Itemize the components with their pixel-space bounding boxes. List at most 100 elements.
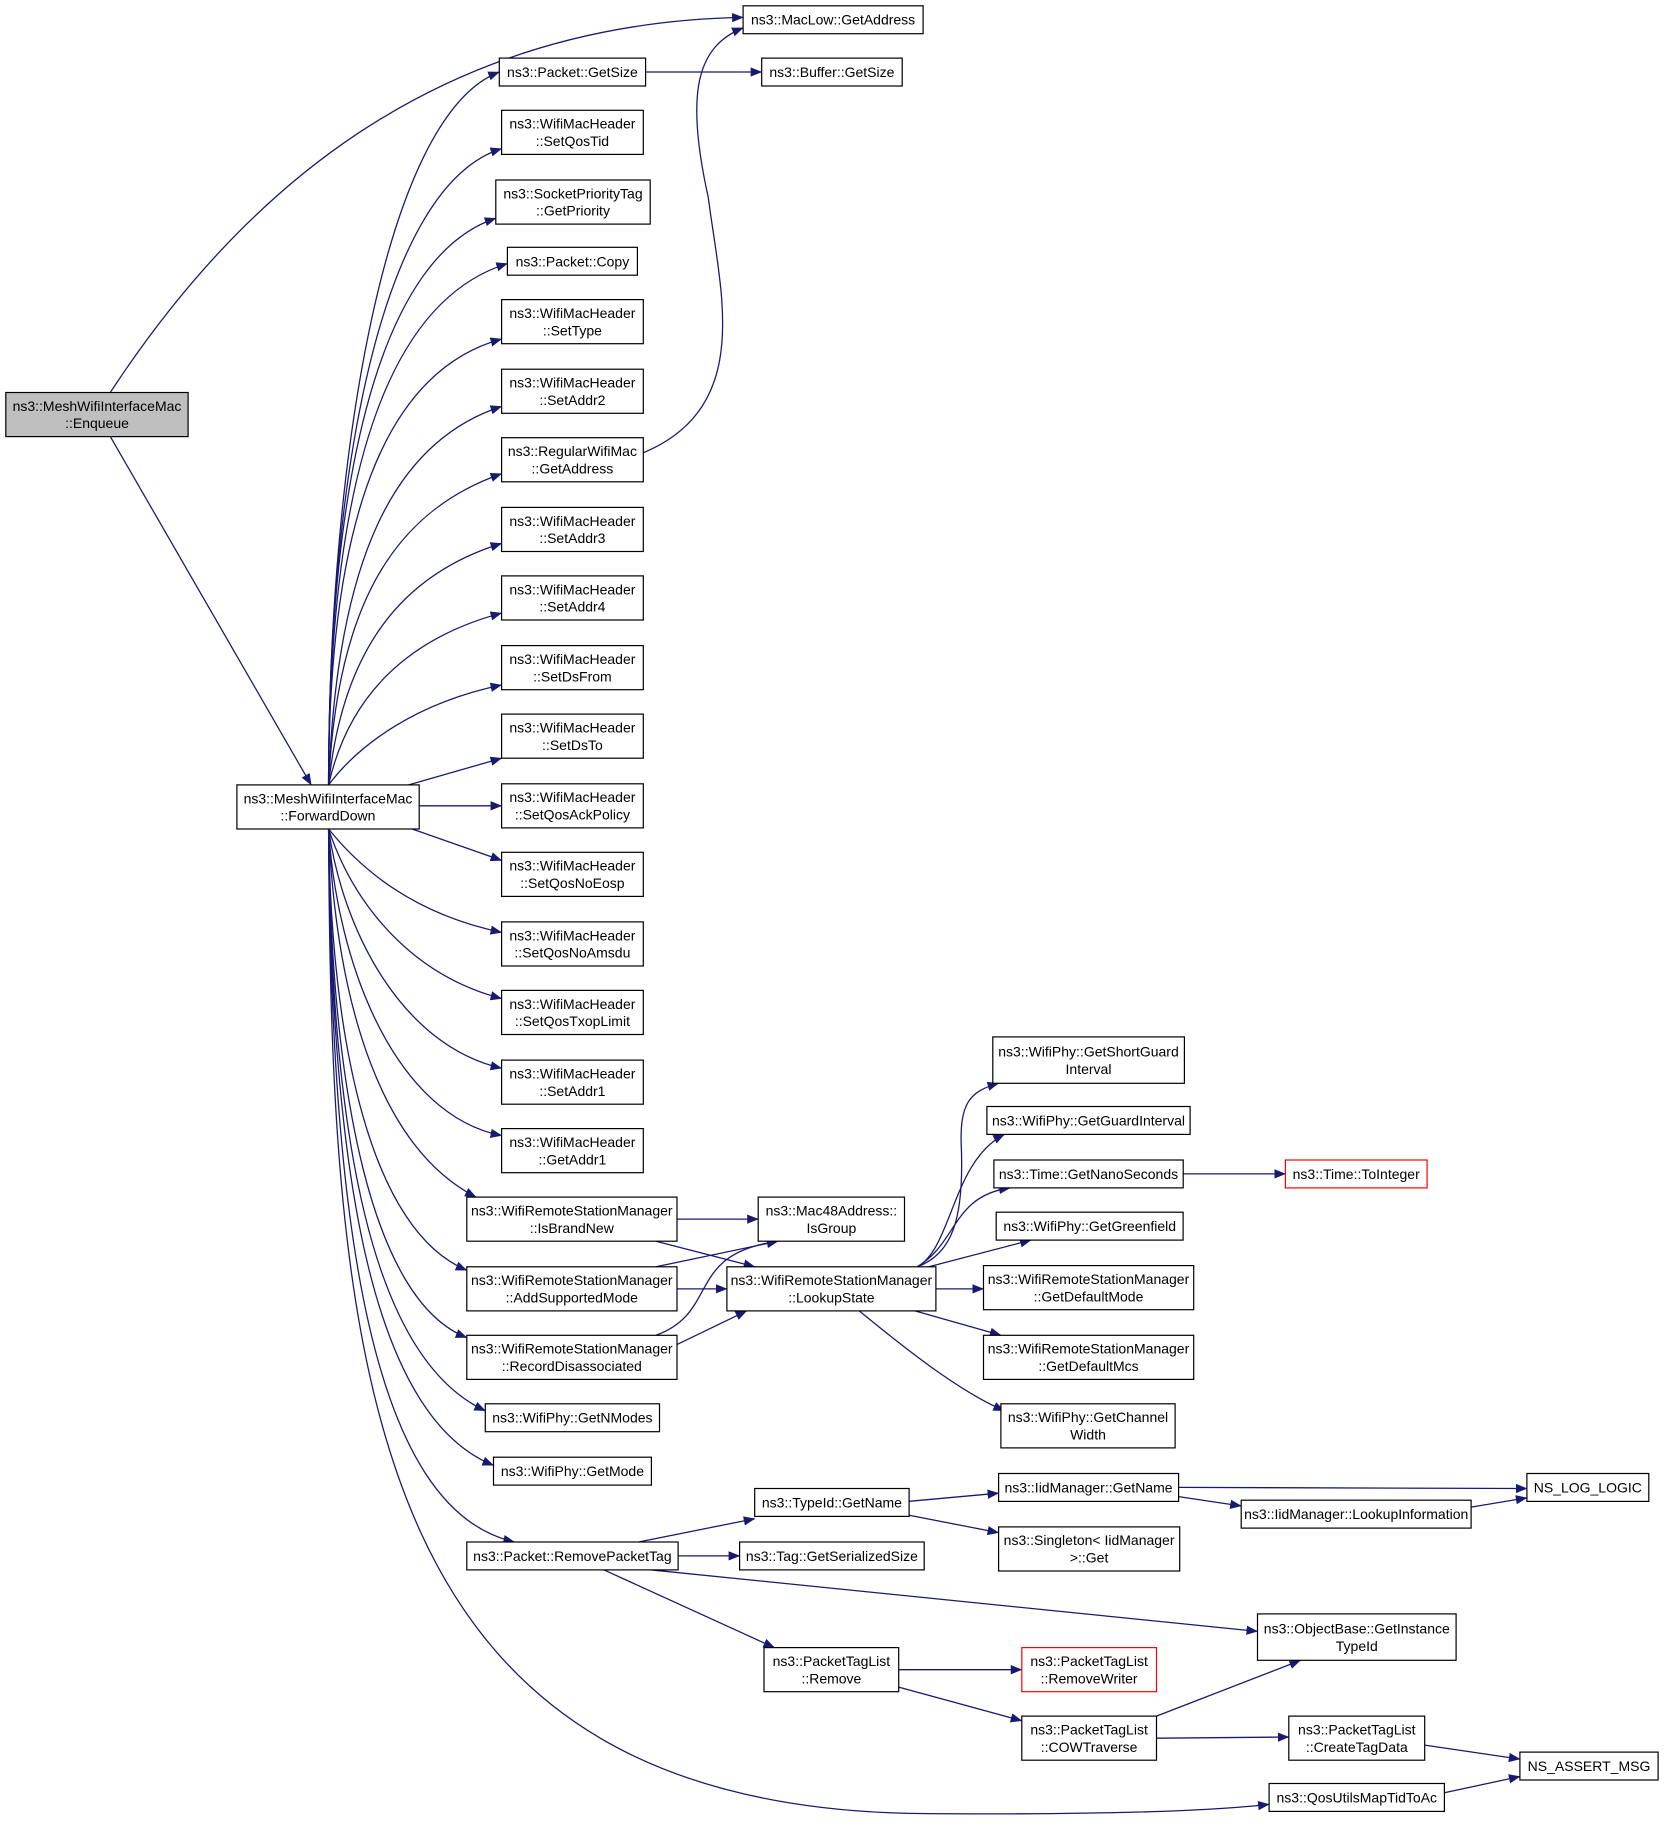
node-cowtraverse[interactable]: ns3::PacketTagList::COWTraverse [1021, 1715, 1158, 1761]
node-box [492, 1456, 652, 1486]
node-setaddr2[interactable]: ns3::WifiMacHeader::SetAddr2 [501, 368, 644, 414]
edge-qosutilsmaptidtoac-to-ns_assert_msg [1444, 1774, 1521, 1794]
node-getdefaultmode[interactable]: ns3::WifiRemoteStationManager::GetDefaul… [982, 1264, 1195, 1311]
node-setdsto[interactable]: ns3::WifiMacHeader::SetDsTo [501, 713, 644, 759]
node-settype[interactable]: ns3::WifiMacHeader::SetType [501, 299, 644, 345]
node-box [992, 1036, 1185, 1084]
edge-forwarddown-to-regularwifimac_getaddress [327, 472, 503, 785]
node-buffer-getsize[interactable]: ns3::Buffer::GetSize [761, 57, 903, 87]
node-enqueue[interactable]: ns3::MeshWifiInterfaceMac::Enqueue [5, 391, 189, 438]
node-getdefaultmcs[interactable]: ns3::WifiRemoteStationManager::GetDefaul… [982, 1334, 1195, 1381]
edge-lookupinformation-to-ns_log_logic [1471, 1495, 1528, 1508]
node-forwarddown[interactable]: ns3::MeshWifiInterfaceMac::ForwardDown [236, 784, 420, 830]
node-label-line: ns3::Mac48Address:: [766, 1203, 898, 1219]
edge-forwarddown-to-qosutilsmaptidtoac [327, 829, 1270, 1815]
node-ns-log-logic[interactable]: NS_LOG_LOGIC [1526, 1472, 1650, 1502]
node-maclow-getaddress[interactable]: ns3::MacLow::GetAddress [742, 5, 924, 35]
node-box [1000, 1403, 1176, 1449]
node-packet-copy[interactable]: ns3::Packet::Copy [506, 246, 638, 276]
node-label-line: ::AddSupportedMode [506, 1290, 639, 1306]
node-label-line: ns3::WifiPhy::GetGreenfield [1003, 1218, 1176, 1234]
node-box [498, 57, 647, 87]
node-lookupstate[interactable]: ns3::WifiRemoteStationManager::LookupSta… [726, 1266, 937, 1312]
node-typeid-getname[interactable]: ns3::TypeId::GetName [754, 1487, 910, 1517]
node-label-line: ns3::Packet::GetSize [507, 64, 638, 80]
node-getguardinterval[interactable]: ns3::WifiPhy::GetGuardInterval [986, 1105, 1191, 1135]
node-setdsfrom[interactable]: ns3::WifiMacHeader::SetDsFrom [501, 644, 644, 691]
node-tag-getserializedsize[interactable]: ns3::Tag::GetSerializedSize [738, 1541, 925, 1571]
node-singleton-get[interactable]: ns3::Singleton< IidManager >::Get [997, 1526, 1181, 1572]
node-box [501, 644, 644, 691]
node-label-line: ::SetQosNoEosp [520, 875, 624, 891]
node-time-tointeger[interactable]: ns3::Time::ToInteger [1284, 1159, 1428, 1189]
edge-iidmanager_getname-to-lookupinformation [1178, 1496, 1242, 1509]
node-label-line: ns3::PacketTagList [1298, 1722, 1416, 1738]
node-getaddr1[interactable]: ns3::WifiMacHeader::GetAddr1 [501, 1127, 644, 1174]
node-getgreenfield[interactable]: ns3::WifiPhy::GetGreenfield [995, 1211, 1184, 1241]
node-label-line: ::SetQosTxopLimit [515, 1013, 630, 1029]
node-recorddisassociated[interactable]: ns3::WifiRemoteStationManager::RecordDis… [466, 1334, 678, 1381]
node-label-line: ns3::WifiMacHeader [509, 789, 635, 805]
node-label-line: ::IsBrandNew [530, 1220, 615, 1236]
node-setqosnoeosp[interactable]: ns3::WifiMacHeader::SetQosNoEosp [501, 851, 644, 897]
node-getmode[interactable]: ns3::WifiPhy::GetMode [492, 1456, 652, 1486]
node-label-line: ns3::WifiRemoteStationManager [988, 1271, 1190, 1287]
node-regularwifimac-getaddress[interactable]: ns3::RegularWifiMac::GetAddress [501, 437, 644, 483]
edge-forwarddown-to-setdsfrom [328, 682, 503, 786]
node-label-line: ::SetAddr3 [539, 530, 605, 546]
node-label-line: ns3::WifiMacHeader [509, 1065, 635, 1081]
edge-lookupstate-to-getshortguardinterval [917, 1081, 1000, 1268]
node-iidmanager-getname[interactable]: ns3::IidManager::GetName [997, 1472, 1180, 1502]
node-box [997, 1472, 1180, 1502]
node-getnanoseconds[interactable]: ns3::Time::GetNanoSeconds [993, 1159, 1184, 1189]
edge-regularwifimac_getaddress-to-maclow_getaddress [643, 27, 744, 454]
node-setaddr1[interactable]: ns3::WifiMacHeader::SetAddr1 [501, 1059, 644, 1105]
node-mac48-isgroup[interactable]: ns3::Mac48Address::IsGroup [757, 1196, 906, 1242]
node-label-line: ns3::PacketTagList [1030, 1653, 1148, 1669]
edge-recorddisassociated-to-lookupstate [676, 1310, 748, 1346]
node-label-line: TypeId [1336, 1638, 1378, 1654]
node-packettaglist-remove[interactable]: ns3::PacketTagList::Remove [763, 1646, 900, 1693]
node-ns-assert-msg[interactable]: NS_ASSERT_MSG [1519, 1751, 1659, 1781]
node-socketprioritytag-getpriority[interactable]: ns3::SocketPriorityTag::GetPriority [495, 179, 651, 225]
node-label-line: ::SetDsFrom [533, 668, 612, 684]
node-box [982, 1334, 1195, 1381]
node-label-line: ::SetAddr2 [539, 392, 605, 408]
node-addsupportedmode[interactable]: ns3::WifiRemoteStationManager::AddSuppor… [466, 1266, 678, 1312]
node-lookupinformation[interactable]: ns3::IidManager::LookupInformation [1240, 1499, 1472, 1529]
node-setaddr3[interactable]: ns3::WifiMacHeader::SetAddr3 [501, 506, 644, 553]
edge-forwarddown-to-settype [327, 337, 503, 785]
node-qosutilsmaptidtoac[interactable]: ns3::QosUtilsMapTidToAc [1268, 1782, 1445, 1812]
edge-lookupstate-to-getguardinterval [916, 1133, 1005, 1268]
node-label-line: ns3::WifiRemoteStationManager [471, 1272, 673, 1288]
node-label-line: ::Enqueue [65, 415, 129, 431]
node-packet-getsize[interactable]: ns3::Packet::GetSize [498, 57, 647, 87]
edge-iidmanager_getname-to-ns_log_logic [1178, 1483, 1528, 1494]
node-box [995, 1211, 1184, 1241]
node-removepackettag[interactable]: ns3::Packet::RemovePacketTag [466, 1541, 679, 1571]
node-label-line: ::SetQosAckPolicy [515, 807, 630, 823]
node-label-line: ns3::WifiMacHeader [509, 651, 635, 667]
node-setqostxoplimit[interactable]: ns3::WifiMacHeader::SetQosTxopLimit [501, 989, 644, 1036]
node-label-line: ::SetDsTo [542, 737, 603, 753]
node-removewriter[interactable]: ns3::PacketTagList::RemoveWriter [1021, 1646, 1158, 1693]
edge-forwarddown-to-socketprioritytag_getpriority [327, 217, 497, 785]
node-label-line: ns3::MeshWifiInterfaceMac [13, 398, 182, 414]
node-box [1240, 1499, 1472, 1529]
node-setqosnoamsdu[interactable]: ns3::WifiMacHeader::SetQosNoAmsdu [501, 921, 644, 967]
node-box [501, 1127, 644, 1174]
node-box [761, 57, 903, 87]
node-label-line: ns3::ObjectBase::GetInstance [1264, 1621, 1450, 1637]
node-setqostid[interactable]: ns3::WifiMacHeader::SetQosTid [501, 109, 644, 156]
node-createtagdata[interactable]: ns3::PacketTagList::CreateTagData [1288, 1715, 1426, 1761]
node-isbrandnew[interactable]: ns3::WifiRemoteStationManager::IsBrandNe… [466, 1196, 678, 1242]
node-box [501, 299, 644, 345]
node-setqosackpolicy[interactable]: ns3::WifiMacHeader::SetQosAckPolicy [501, 783, 644, 829]
edge-forwarddown-to-setqosnoeosp [411, 828, 503, 862]
node-getnmodes[interactable]: ns3::WifiPhy::GetNModes [484, 1403, 661, 1433]
node-setaddr4[interactable]: ns3::WifiMacHeader::SetAddr4 [501, 575, 644, 621]
edge-forwarddown-to-setqostid [327, 147, 503, 785]
